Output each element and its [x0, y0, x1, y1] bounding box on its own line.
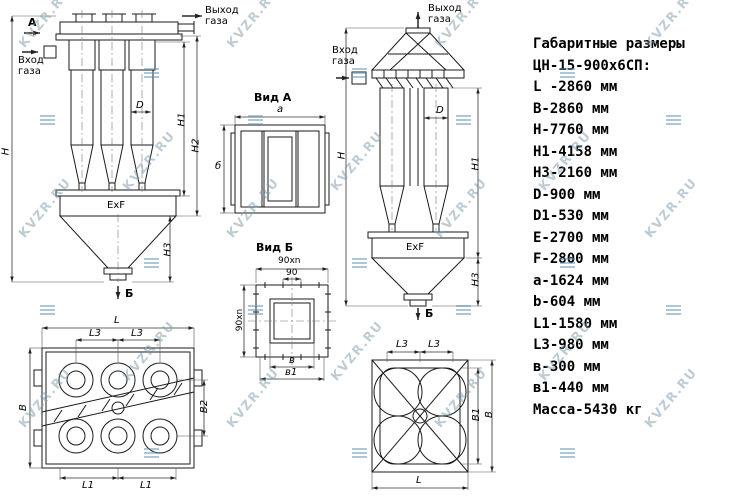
dim-l3-label: L3 — [396, 339, 408, 350]
dim-l3-label: L3 — [428, 339, 440, 350]
spec-item: b-604 мм — [533, 294, 601, 310]
spec-item: в1-440 мм — [533, 380, 609, 396]
spec-item: L1-1580 мм — [533, 315, 618, 332]
side-view-drawing — [336, 12, 482, 320]
spec-item: L3-980 мм — [533, 337, 609, 353]
spec-item: H1-4158 мм — [533, 143, 618, 160]
gas-outlet-label: Выход газа — [205, 5, 239, 27]
bin-exf-label: ExF — [107, 200, 125, 211]
spec-item: B-2860 мм — [533, 100, 609, 117]
dim-b2-label: B2 — [199, 399, 211, 414]
spec-item: F-2800 мм — [533, 251, 609, 267]
dim-b-label: B — [17, 404, 29, 411]
spec-item: D1-530 мм — [533, 208, 609, 224]
dim-l-label: L — [114, 315, 120, 326]
spec-item: L -2860 мм — [533, 79, 618, 95]
dim-v-label: в — [289, 355, 295, 366]
dim-d-label: D — [136, 100, 144, 111]
dim-90xn-top-label: 90хn — [278, 256, 301, 266]
side-view: Выход газа Вход газа H H1 H3 D ExF Б — [332, 0, 492, 325]
dim-l-label: L — [416, 475, 422, 486]
specs-subtitle: ЦН-15-900х6СП: — [533, 57, 652, 74]
dim-90xn-left-label: 90хn — [235, 308, 246, 332]
view-direction-a-label: А — [28, 16, 37, 29]
dim-b-small-label: б — [215, 161, 222, 172]
dim-l1-label: L1 — [140, 480, 152, 491]
dim-b-label: B — [483, 411, 495, 418]
outlet-b-label: Б — [425, 307, 434, 320]
dim-a-label: а — [277, 104, 284, 115]
bin-exf-label: ExF — [406, 242, 424, 253]
plan-view-side: L3 L3 B1 B L — [358, 332, 508, 500]
dim-d-label: D — [436, 105, 444, 116]
view-a-title: Вид А — [254, 91, 292, 104]
plan-front-drawing — [28, 326, 208, 480]
gas-inlet-label: Вход газа — [332, 45, 358, 67]
view-a: Вид А а б — [215, 91, 334, 239]
outlet-b-label: Б — [125, 287, 134, 300]
dim-l1-label: L1 — [82, 480, 94, 491]
spec-item: в-300 мм — [533, 358, 601, 375]
specs-panel: Габаритные размеры ЦН-15-900х6СП: L -286… — [533, 34, 748, 421]
dim-h-label: H — [0, 147, 12, 156]
watermark-logo-icon — [560, 448, 575, 458]
specs-title: Габаритные размеры — [533, 36, 685, 52]
dim-h3-label: H3 — [470, 272, 482, 287]
spec-item: E-2700 мм — [533, 229, 609, 246]
plan-view-front: L L3 L3 B B2 L1 L1 — [18, 314, 226, 500]
dim-b1-label: B1 — [471, 407, 483, 422]
dim-v1-label: в1 — [285, 367, 298, 378]
spec-item: D-900 мм — [533, 186, 601, 203]
dim-h2-label: H2 — [190, 138, 202, 153]
gas-inlet-label: Вход газа — [18, 55, 44, 77]
view-b-drawing — [240, 267, 336, 381]
spec-item: a-1624 мм — [533, 272, 609, 289]
front-view-drawing — [10, 10, 202, 299]
view-b-title: Вид Б — [256, 241, 294, 254]
dim-90-label: 90 — [286, 268, 298, 278]
spec-item: H3-2160 мм — [533, 165, 618, 181]
plan-side-drawing — [371, 350, 496, 490]
dim-h3-label: H3 — [162, 242, 174, 257]
front-view: А Выход газа Вход газа H H1 H2 H3 D ExF … — [0, 0, 238, 313]
dim-h1-label: H1 — [176, 112, 188, 127]
view-a-drawing — [220, 115, 330, 214]
dim-h-label: H — [336, 151, 348, 160]
gas-outlet-label: Выход газа — [428, 3, 462, 25]
view-b: Вид Б 90хn 90 90хn в в1 — [232, 241, 348, 395]
spec-item: Масса-5430 кг — [533, 401, 643, 418]
dim-l3-label: L3 — [131, 328, 143, 339]
dim-h1-label: H1 — [470, 156, 482, 171]
spec-item: H-7760 мм — [533, 122, 609, 138]
dim-l3-label: L3 — [89, 328, 101, 339]
